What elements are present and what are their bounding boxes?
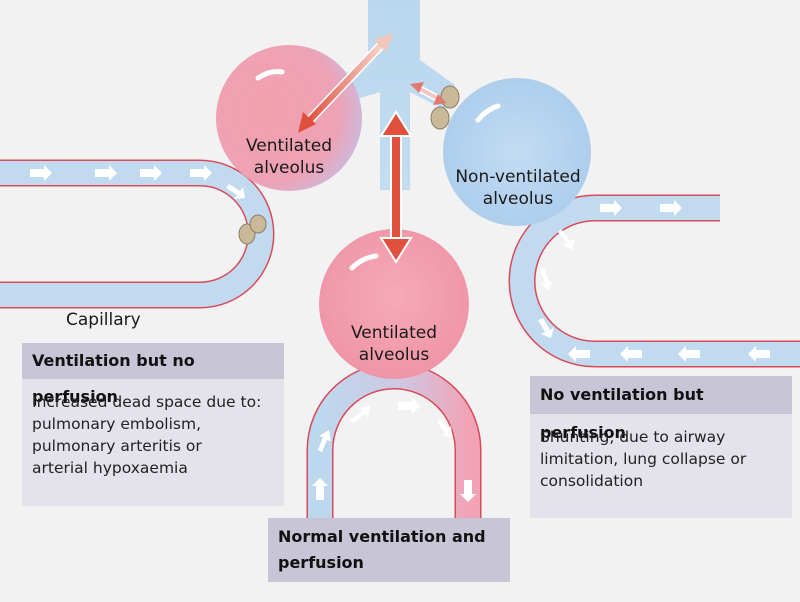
alveolus-right-label-line2: alveolus <box>482 189 554 209</box>
box-left-line-3: pulmonary arteritis or <box>32 437 202 455</box>
capillary-label: Capillary <box>66 310 141 330</box>
box-left-line-4: arterial hypoxaemia <box>32 459 188 477</box>
alveolus-right <box>443 78 591 226</box>
box-left-title: Ventilation but no perfusion <box>22 343 284 406</box>
box-center-line-1: Normal ventilation and <box>278 527 486 546</box>
ventilation-arrow-top-left <box>298 33 393 133</box>
left-capillary <box>0 159 275 309</box>
alveolus-top-left-label: Ventilated alveolus <box>238 135 340 179</box>
ventilation-arrow-center <box>379 110 413 264</box>
alveolus-center-label-line2: alveolus <box>358 345 430 365</box>
airway-bronchus <box>305 0 460 190</box>
box-ventilation-no-perfusion: Ventilation but no perfusion Increased d… <box>22 343 284 506</box>
box-right-title: No ventilation but perfusion <box>530 376 792 442</box>
box-left-body: Increased dead space due to: pulmonary e… <box>22 379 284 506</box>
alveolus-top-left-label-line2: alveolus <box>253 158 325 178</box>
alveolus-center <box>319 229 469 379</box>
clot-left <box>238 214 267 245</box>
center-capillary <box>306 362 482 520</box>
right-capillary-flow-arrows <box>538 200 770 362</box>
box-right-line-3: consolidation <box>540 472 644 490</box>
box-right-body: Shunting, due to airway limitation, lung… <box>530 414 792 518</box>
box-left-line-2: pulmonary embolism, <box>32 415 202 433</box>
box-left-line-1: Increased dead space due to: <box>32 393 262 411</box>
alveolus-center-label: Ventilated alveolus <box>343 322 445 366</box>
box-no-ventilation-perfusion: No ventilation but perfusion Shunting, d… <box>530 376 792 518</box>
box-center-line-2: perfusion <box>278 553 364 572</box>
alveolus-center-label-line1: Ventilated <box>351 323 437 343</box>
ventilation-arrow-right-blocked <box>410 82 447 105</box>
alveolus-top-left <box>216 45 362 191</box>
center-capillary-flow-arrows <box>312 398 476 502</box>
left-capillary-flow-arrows <box>30 165 245 199</box>
alveolus-right-label: Non-ventilated alveolus <box>452 166 584 210</box>
alveolus-right-label-line1: Non-ventilated <box>455 167 581 187</box>
box-right-line-1: Shunting, due to airway <box>540 428 726 446</box>
box-center-title: Normal ventilation and perfusion <box>268 518 510 582</box>
right-capillary <box>508 194 800 368</box>
box-normal-ventilation-perfusion: Normal ventilation and perfusion <box>268 518 510 582</box>
box-right-line-2: limitation, lung collapse or <box>540 450 747 468</box>
alveolus-top-left-label-line1: Ventilated <box>246 136 332 156</box>
